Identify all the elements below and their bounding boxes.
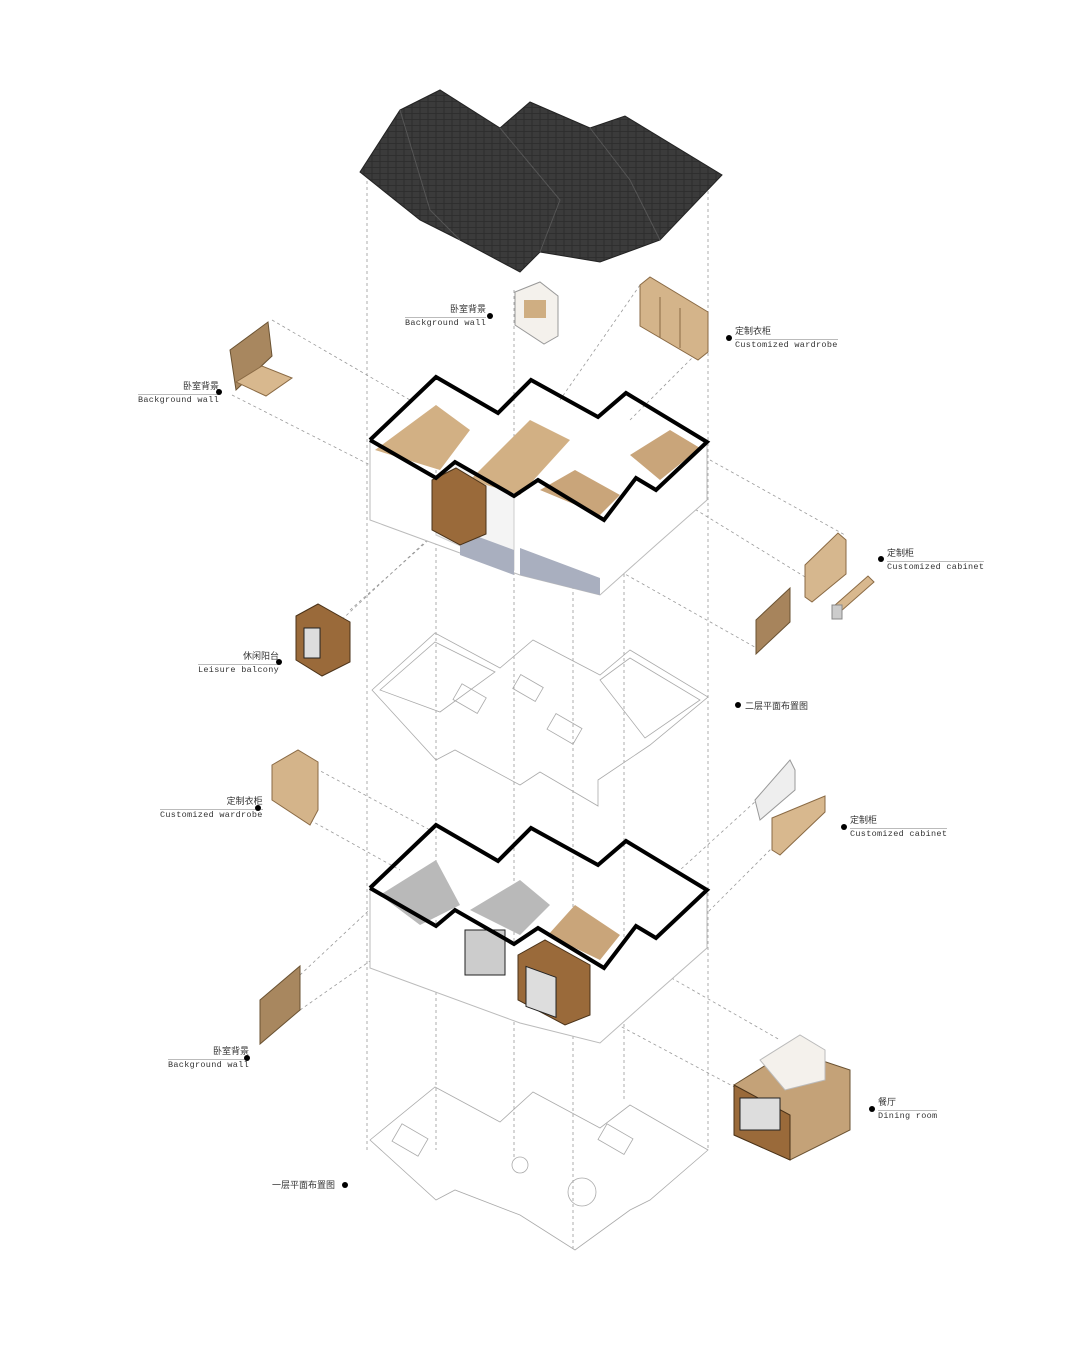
customized-wardrobe-top (639, 276, 709, 361)
second-floor-plan (371, 632, 709, 807)
first-floor-model (368, 822, 711, 1044)
customized-wardrobe-lower (271, 749, 319, 826)
callout-dot (276, 659, 282, 665)
callout-dot (244, 1055, 250, 1061)
callout-dot (841, 824, 847, 830)
callout-dot (726, 335, 732, 341)
first-floor-plan (369, 1086, 709, 1251)
first-floor-plan-title: 一层平面布置图 (272, 1181, 336, 1191)
callout-dot (255, 805, 261, 811)
customized-cabinet-upper (755, 532, 875, 656)
bedroom-background-wall-top (514, 281, 559, 345)
callout-dot (487, 313, 493, 319)
roof (359, 89, 723, 273)
callout-dot (342, 1182, 348, 1188)
bedroom-background-wall-lower (259, 964, 301, 1046)
callout-dot (735, 702, 741, 708)
callout-dot (869, 1106, 875, 1112)
leisure-balcony-module (295, 603, 351, 677)
bedroom-background-wall-left (229, 321, 294, 397)
second-floor-plan-title: 二层平面布置图 (745, 702, 809, 712)
dining-room-module (733, 1034, 851, 1161)
callout-dot (216, 389, 222, 395)
customized-cabinet-lower (754, 759, 826, 856)
second-floor-model (368, 374, 711, 596)
callout-dot (878, 556, 884, 562)
